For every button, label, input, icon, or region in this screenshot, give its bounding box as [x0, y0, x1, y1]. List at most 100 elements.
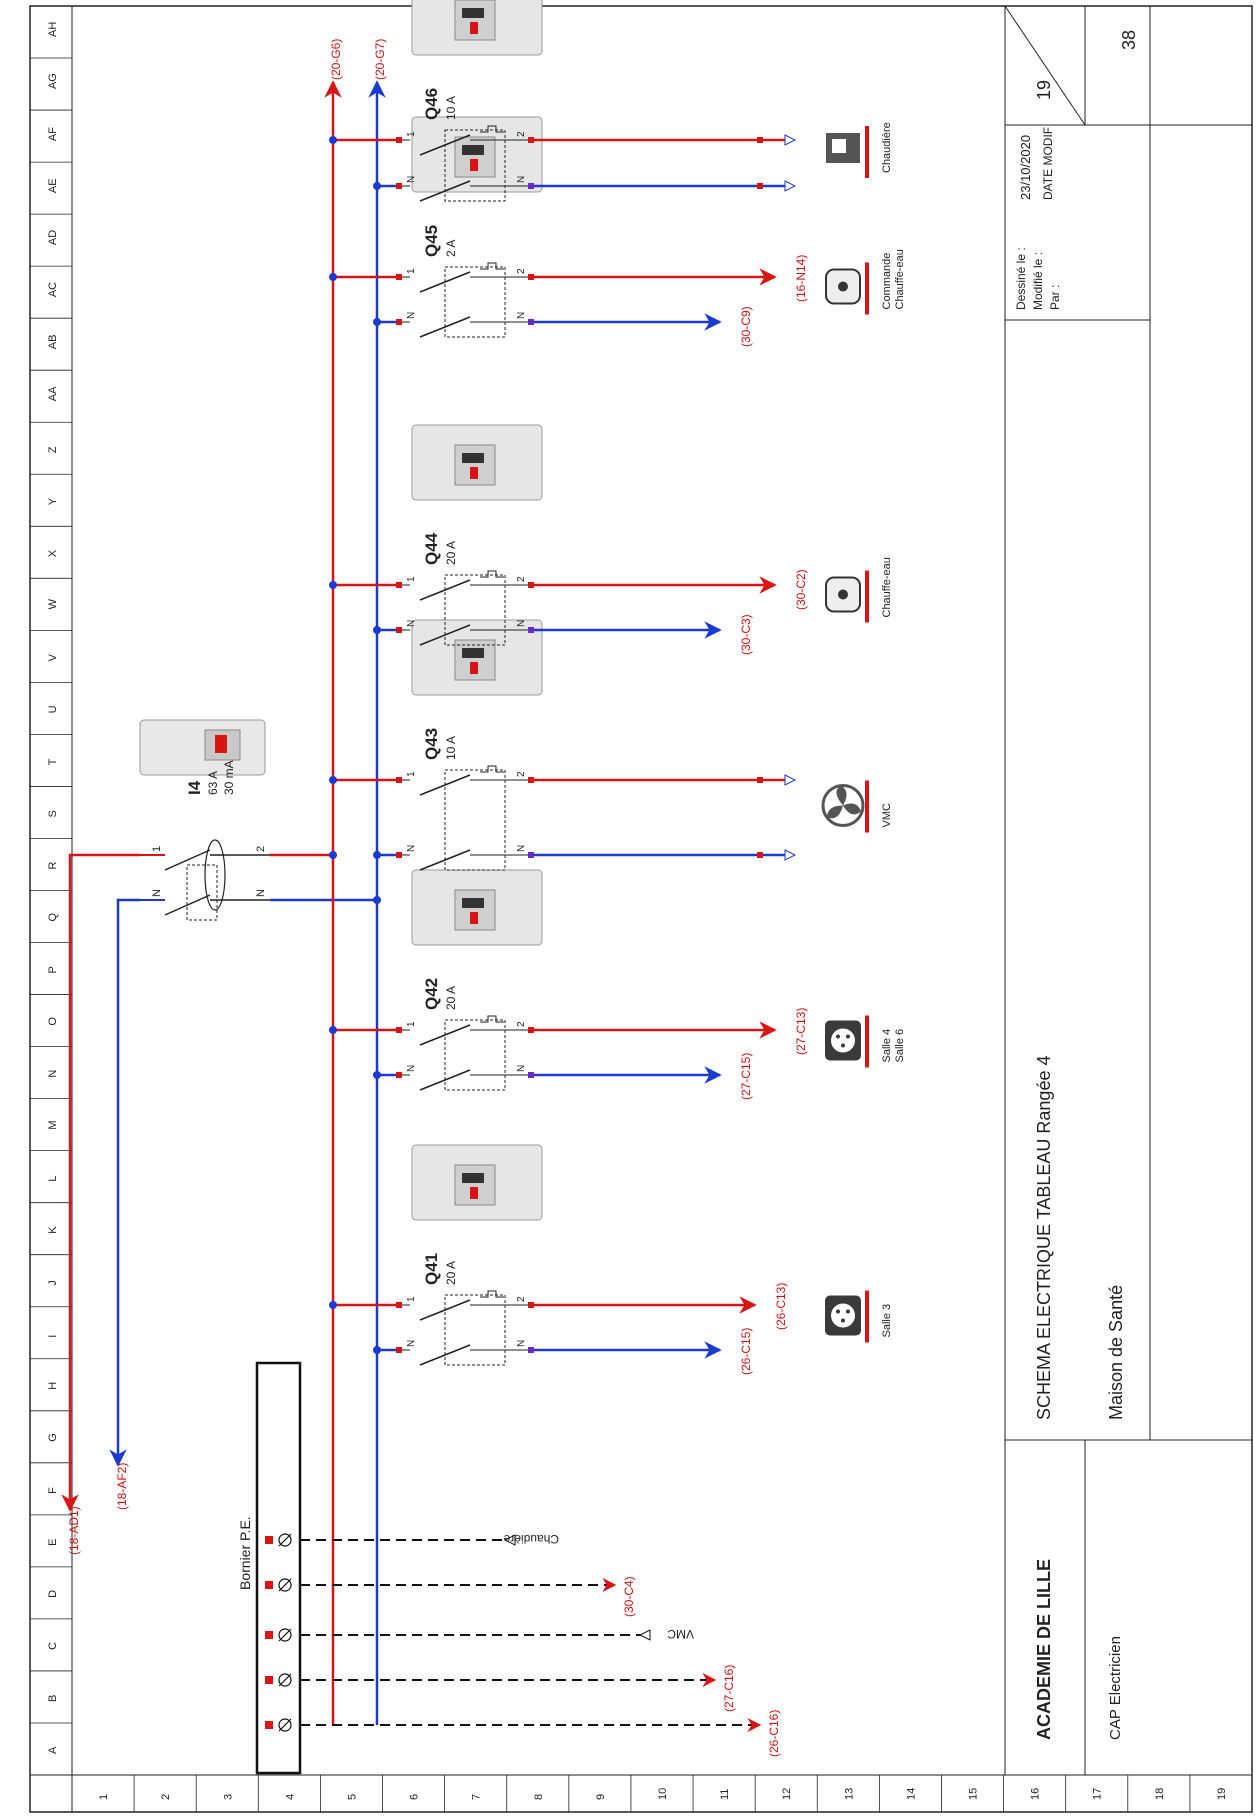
column-letter: R: [47, 861, 59, 869]
pin-phase-out: 2: [516, 1021, 527, 1027]
column-letter: A: [47, 1746, 59, 1754]
pe-line[interactable]: Chaudière: [265, 1532, 559, 1547]
breaker-name: Q44: [422, 532, 441, 565]
socket-icon: [825, 1290, 869, 1343]
column-letter: Z: [47, 446, 59, 453]
column-letter: N: [47, 1070, 59, 1078]
row-number: 7: [471, 1794, 483, 1800]
breaker-rating: 20 A: [444, 1261, 458, 1285]
i4-pin2: 2: [255, 846, 267, 852]
pe-line[interactable]: VMC: [265, 1627, 694, 1642]
breaker-rating: 2 A: [444, 240, 458, 257]
pe-line[interactable]: (27-C16): [265, 1665, 736, 1712]
pe-terminal-block[interactable]: Bornier P.E. (26-C16)(27-C16) VMC (30-C4) C…: [237, 1361, 781, 1775]
pin-neutral-in: N: [406, 1340, 417, 1347]
phase-ref: (26-C13): [774, 1283, 788, 1330]
phase-ref: (27-C13): [794, 1008, 808, 1055]
load-label: Chaudière: [881, 122, 893, 173]
column-letter: Y: [47, 497, 59, 505]
output-phase-ref: (20-G6): [329, 39, 343, 80]
breaker-rating: 20 A: [444, 541, 458, 565]
pin-phase-out: 2: [516, 771, 527, 777]
breaker-module-image: [411, 619, 543, 696]
pin-neutral-in: N: [406, 1065, 417, 1072]
i4-sensitivity: 30 mA: [222, 760, 236, 795]
i4-pin1: 1: [151, 846, 163, 852]
bus-bars: (20-G6) (20-G7): [324, 39, 387, 1725]
breaker-rating: 20 A: [444, 986, 458, 1010]
row-number: 8: [533, 1794, 545, 1800]
breaker-module-image: [411, 869, 543, 946]
load-label: Salle 4: [881, 1029, 893, 1063]
output-neutral-ref: (20-G7): [373, 39, 387, 80]
breaker-name: Q46: [422, 88, 441, 120]
water-heater-icon: [825, 262, 869, 315]
pin-neutral-out: N: [516, 1065, 527, 1072]
column-letter: P: [47, 966, 59, 973]
pe-terminal-label: Bornier P.E.: [237, 1516, 253, 1590]
column-letter: J: [47, 1280, 59, 1286]
pin-neutral-in: N: [406, 312, 417, 319]
supply-phase-ref: (18-AD1): [67, 1506, 81, 1555]
row-number: 3: [222, 1794, 234, 1800]
row-number: 4: [284, 1794, 296, 1800]
page-number: 19: [1034, 80, 1054, 100]
pin-phase-in: 1: [406, 576, 417, 582]
pin-neutral-out: N: [516, 176, 527, 183]
pe-line-label: VMC: [667, 1627, 694, 1641]
row-number: 11: [719, 1789, 731, 1800]
row-number: 10: [657, 1788, 669, 1800]
row-number: 2: [160, 1794, 172, 1800]
pin-neutral-out: N: [516, 312, 527, 319]
column-letter: AA: [47, 386, 59, 401]
pin-phase-out: 2: [516, 576, 527, 582]
column-letter: C: [47, 1642, 59, 1650]
boiler-icon: [826, 126, 869, 178]
breaker-module-image: [411, 1144, 543, 1221]
column-index-band: ABCDEFGHIJKLMNOPQRSTUVWXYZAAABACADAEAFAG…: [30, 22, 72, 1776]
phase-ref: (30-C2): [794, 569, 808, 610]
supply-neutral-ref: (18-AF2): [115, 1463, 129, 1510]
column-letter: AB: [47, 335, 59, 350]
pe-line[interactable]: (26-C16): [265, 1710, 781, 1757]
pe-line-label: Chaudière: [503, 1532, 559, 1546]
i4-rating: 63 A: [206, 771, 220, 795]
column-letter: V: [47, 653, 59, 661]
drawn-label: Dessiné le :: [1014, 247, 1028, 310]
pin-phase-out: 2: [516, 131, 527, 137]
column-letter: B: [47, 1695, 59, 1702]
main-breaker-i4[interactable]: I4 63 A 30 mA 1 N 2 N: [139, 719, 377, 921]
column-letter: D: [47, 1590, 59, 1598]
title-block-course: CAP Electricien: [1107, 1636, 1124, 1740]
load-label-2: Salle 6: [894, 1029, 906, 1063]
breaker-name: Q45: [422, 225, 441, 257]
pe-line[interactable]: (30-C4): [265, 1576, 636, 1617]
load-label: Chauffe-eau: [881, 557, 893, 617]
column-letter: X: [47, 549, 59, 557]
by-label: Par :: [1048, 285, 1062, 310]
load-label: Commande: [881, 253, 893, 310]
neutral-ref: (26-C15): [739, 1328, 753, 1375]
column-letter: M: [47, 1120, 59, 1129]
column-letter: W: [47, 598, 59, 609]
neutral-ref: (27-C15): [739, 1053, 753, 1100]
row-number: 15: [968, 1788, 980, 1800]
date-modif-label: DATE MODIF: [1041, 127, 1055, 200]
pin-phase-in: 1: [406, 268, 417, 274]
breaker-rating: 10 A: [444, 96, 458, 120]
pin-neutral-out: N: [516, 845, 527, 852]
load-label: VMC: [881, 803, 893, 828]
pin-phase-in: 1: [406, 1296, 417, 1302]
row-number: 13: [843, 1788, 855, 1800]
column-letter: I: [47, 1335, 59, 1338]
row-number: 18: [1154, 1788, 1166, 1800]
